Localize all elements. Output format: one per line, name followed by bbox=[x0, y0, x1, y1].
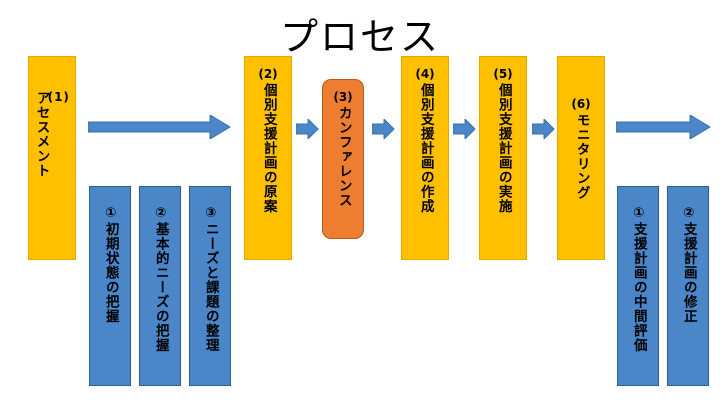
monitoring-item-1: ①支援計画の中間評価 bbox=[617, 186, 659, 386]
arrow-creation-to-execution bbox=[453, 119, 476, 139]
step-plan-execution: (5) 個別支援計画の実施 bbox=[479, 56, 527, 260]
step-plan-execution-num: (5) bbox=[493, 67, 513, 81]
step-draft-plan-num: (2) bbox=[258, 67, 278, 81]
step-monitoring-label: モニタリング bbox=[573, 113, 590, 200]
step-assessment-num: (1) bbox=[47, 90, 70, 104]
assessment-item-2-label: ②基本的ニーズの把握 bbox=[152, 205, 169, 353]
step-conference: (3) カンファレンス bbox=[322, 79, 364, 239]
step-plan-creation-label: 個別支援計画の作成 bbox=[417, 83, 434, 214]
step-conference-label: カンファレンス bbox=[335, 106, 352, 208]
arrow-execution-to-monitoring bbox=[532, 119, 555, 139]
step-monitoring: (6) モニタリング bbox=[557, 56, 605, 260]
assessment-item-2: ②基本的ニーズの把握 bbox=[139, 186, 181, 386]
assessment-item-1: ①初期状態の把握 bbox=[89, 186, 131, 386]
arrow-conference-to-creation bbox=[372, 119, 395, 139]
step-plan-creation: (4) 個別支援計画の作成 bbox=[401, 56, 449, 260]
step-conference-num: (3) bbox=[333, 90, 353, 104]
arrow-draft-to-conference bbox=[296, 119, 319, 139]
arrow-monitoring-out bbox=[616, 115, 711, 139]
step-assessment-label: (1)アセスメント bbox=[33, 90, 70, 178]
step-plan-creation-num: (4) bbox=[415, 67, 435, 81]
monitoring-item-2: ②支援計画の修正 bbox=[667, 186, 709, 386]
step-plan-execution-label: 個別支援計画の実施 bbox=[495, 83, 512, 214]
assessment-item-3-label: ③ニーズと課題の整理 bbox=[202, 205, 219, 353]
monitoring-item-1-label: ①支援計画の中間評価 bbox=[630, 205, 647, 353]
diagram-title: プロセス bbox=[279, 15, 440, 59]
assessment-item-1-label: ①初期状態の把握 bbox=[102, 205, 119, 324]
step-assessment: (1)アセスメント bbox=[28, 56, 76, 260]
step-draft-plan: (2) 個別支援計画の原案 bbox=[244, 56, 292, 260]
monitoring-item-2-label: ②支援計画の修正 bbox=[680, 205, 697, 324]
arrow-assessment-to-draft bbox=[88, 115, 231, 139]
step-draft-plan-label: 個別支援計画の原案 bbox=[260, 83, 277, 214]
assessment-item-3: ③ニーズと課題の整理 bbox=[189, 186, 231, 386]
step-monitoring-num: (6) bbox=[571, 97, 591, 111]
